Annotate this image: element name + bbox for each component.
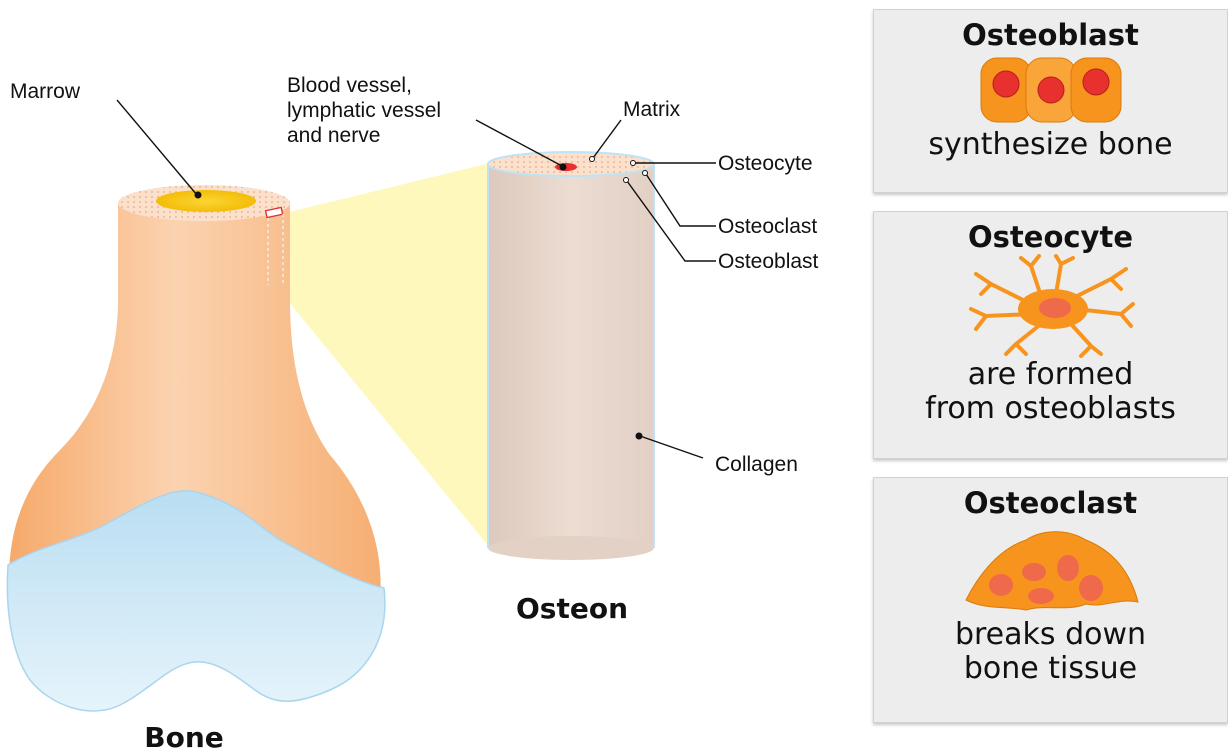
osteocyte-icon — [961, 254, 1141, 358]
card-title: Osteoclast — [874, 486, 1227, 520]
card-desc-line: are formed — [874, 358, 1227, 392]
marrow-cavity — [156, 190, 256, 212]
osteon-body — [488, 164, 654, 548]
card-desc-line: bone tissue — [874, 652, 1227, 686]
osteon-bottom — [488, 536, 654, 560]
label-blood-vessel-2: lymphatic vessel — [287, 99, 441, 122]
card-osteocyte: Osteocyte are formed from osteoblasts — [873, 211, 1228, 459]
card-desc-line: synthesize bone — [874, 128, 1227, 162]
card-osteoblast: Osteoblast synthesize bone — [873, 9, 1228, 193]
label-matrix: Matrix — [623, 98, 681, 121]
label-osteoclast: Osteoclast — [718, 215, 817, 238]
card-title: Osteoblast — [874, 18, 1227, 52]
card-desc-line: from osteoblasts — [874, 392, 1227, 426]
osteoclast-icon — [956, 520, 1146, 618]
caption-osteon: Osteon — [516, 592, 628, 625]
label-osteoblast: Osteoblast — [718, 250, 819, 273]
card-osteoclast: Osteoclast breaks down bone tissue — [873, 477, 1228, 723]
card-desc-line: breaks down — [874, 618, 1227, 652]
card-title: Osteocyte — [874, 220, 1227, 254]
label-collagen: Collagen — [715, 453, 798, 476]
label-marrow: Marrow — [10, 80, 81, 103]
osteoblast-icon — [966, 52, 1136, 128]
label-osteocyte: Osteocyte — [718, 152, 813, 175]
caption-bone: Bone — [144, 721, 224, 752]
label-blood-vessel-3: and nerve — [287, 124, 380, 147]
label-blood-vessel-1: Blood vessel, — [287, 74, 412, 97]
